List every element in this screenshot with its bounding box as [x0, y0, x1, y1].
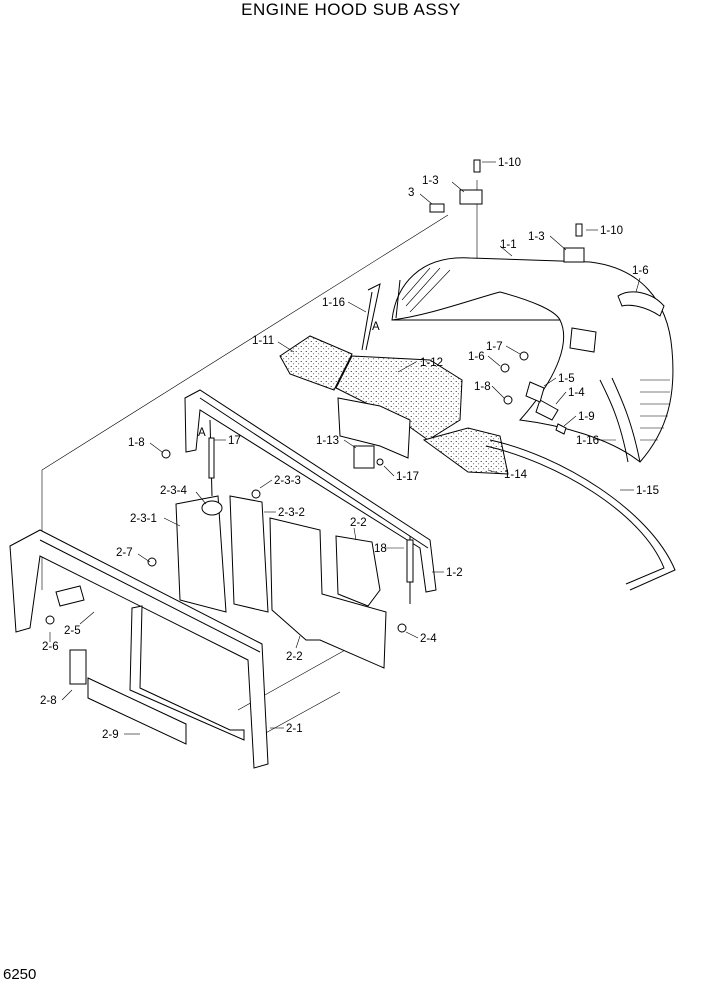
- callout-1-8a: 1-8: [474, 381, 491, 393]
- callout-1-3a: 1-3: [422, 175, 439, 187]
- detail-marker-a2: A: [198, 427, 206, 439]
- callout-1-8b: 1-8: [128, 437, 145, 449]
- callout-1-11: 1-11: [252, 335, 274, 347]
- callout-1-15: 1-15: [636, 485, 659, 497]
- callout-2-3-1: 2-3-1: [130, 513, 157, 525]
- hood-stay-rod: [361, 283, 381, 351]
- callout-2-2a: 2-2: [350, 517, 367, 529]
- gas-springs: [208, 419, 414, 604]
- callout-3: 3: [408, 187, 414, 199]
- hood-handle: [569, 291, 665, 353]
- callout-1-4: 1-4: [568, 387, 585, 399]
- callout-2-1: 2-1: [286, 723, 303, 735]
- seal-strip: [485, 439, 676, 591]
- callout-1-6b: 1-6: [468, 351, 485, 363]
- callout-2-4: 2-4: [420, 633, 437, 645]
- side-panels: [175, 495, 387, 669]
- callout-2-9: 2-9: [102, 729, 119, 741]
- callout-1-12: 1-12: [420, 357, 443, 369]
- callout-1-14: 1-14: [504, 469, 528, 481]
- leader-lines: [49, 161, 641, 735]
- callout-1-6a: 1-6: [632, 265, 649, 277]
- detail-marker-a1: A: [372, 321, 380, 333]
- callout-1-9: 1-9: [578, 411, 595, 423]
- callout-1-7: 1-7: [486, 341, 503, 353]
- callout-2-3-4: 2-3-4: [160, 485, 187, 497]
- callout-1-2: 1-2: [446, 567, 463, 579]
- insulation-pads: [279, 335, 509, 475]
- callout-2-8: 2-8: [40, 695, 57, 707]
- upper-frame: [184, 389, 437, 593]
- callout-1-13: 1-13: [316, 435, 339, 447]
- engine-hood-cover: [391, 257, 674, 463]
- callout-2-7: 2-7: [116, 547, 133, 559]
- callout-1-1: 1-1: [500, 239, 517, 251]
- callout-17: 17: [228, 435, 241, 447]
- lower-frame: [9, 529, 269, 769]
- callout-1-5: 1-5: [558, 373, 575, 385]
- fasteners: [45, 351, 567, 633]
- callout-2-3-2: 2-3-2: [278, 507, 305, 519]
- callout-2-5: 2-5: [64, 625, 81, 637]
- callout-2-6: 2-6: [42, 641, 59, 653]
- diagram-title: ENGINE HOOD SUB ASSY: [241, 0, 461, 19]
- callout-labels: 1-10 1-3 3 1-3 1-10 1-1 1-6 1-16 1-11 1-…: [40, 157, 659, 741]
- callout-1-10b: 1-10: [600, 225, 623, 237]
- hood-hinges: [429, 159, 585, 263]
- callout-1-17: 1-17: [396, 471, 419, 483]
- callout-18: 18: [374, 543, 387, 555]
- callout-1-10a: 1-10: [498, 157, 521, 169]
- callout-1-16b: 1-16: [576, 435, 599, 447]
- callout-1-3b: 1-3: [528, 231, 545, 243]
- callout-2-2b: 2-2: [286, 651, 303, 663]
- page-number: 6250: [3, 966, 37, 983]
- callout-2-3-3: 2-3-3: [274, 475, 301, 487]
- callout-1-16a: 1-16: [322, 297, 345, 309]
